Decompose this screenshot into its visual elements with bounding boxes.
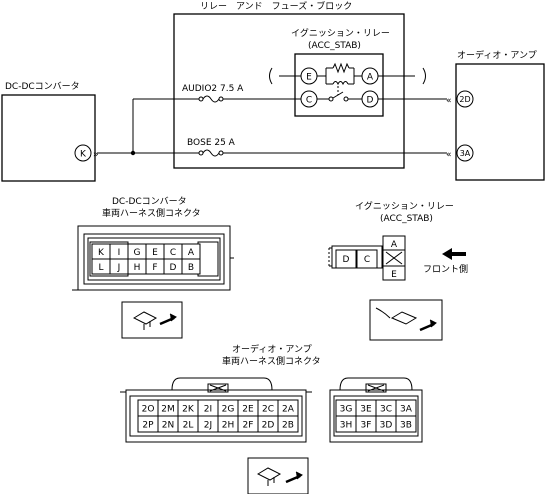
dcdc-box (1, 94, 96, 182)
front-arrow-icon (442, 248, 466, 260)
audio-connector-mark-1: « (446, 96, 452, 106)
svg-text:3A: 3A (460, 149, 471, 158)
relay-pin-c: C (364, 255, 370, 265)
relay-terminal-c: C (300, 90, 318, 108)
audio-connector-2 (120, 377, 312, 443)
connector-picture-2 (369, 299, 443, 341)
junction-dot (130, 150, 136, 156)
audio-connector-title-1: オーディオ・アンプ (232, 343, 312, 355)
dcdc-pin-cell (181, 258, 201, 275)
dcdc-pin-label: E (152, 248, 158, 258)
relay-pin-e: E (391, 270, 397, 280)
dcdc-pin-label: F (152, 263, 157, 273)
audio2-pin-label: 2F (243, 421, 254, 431)
audio2-pin-label: 2L (183, 421, 194, 431)
dcdc-pin-label: K (98, 248, 105, 258)
audio2-pin-cell (277, 415, 299, 433)
connector-picture-1 (121, 301, 183, 339)
relay-terminal-e: E (300, 67, 318, 85)
audio2-pin-label: 2P (142, 421, 154, 431)
dcdc-connector-title-1: DC-DCコンバータ (112, 196, 187, 207)
audio2-pin-label: 2G (222, 405, 235, 415)
audio-terminal-2d: 2D (456, 90, 474, 108)
ignition-relay-title: イグニッション・リレー (291, 27, 390, 39)
dcdc-pin-label: C (170, 248, 176, 258)
dcdc-pin-label: H (134, 263, 141, 273)
dcdc-pin-label: I (118, 248, 121, 258)
audio2-pin-label: 2N (162, 421, 174, 431)
relay-block-title: リレー アンド フューズ・ブロック (200, 0, 352, 12)
relay-terminal-d: D (361, 90, 379, 108)
audio2-pin-label: 2A (282, 405, 295, 415)
audio2-pin-label: 2C (262, 405, 274, 415)
svg-text:D: D (367, 96, 374, 106)
svg-text:A: A (367, 73, 374, 83)
dcdc-pin-label: L (98, 263, 103, 273)
audio-connector-mark-2: « (446, 150, 452, 160)
dcdc-pin-label: A (188, 248, 195, 258)
dcdc-terminal-k: K (74, 144, 92, 162)
relay-connector (328, 235, 406, 281)
audio3-pin-label: 3G (340, 405, 353, 415)
relay-coil (317, 62, 362, 86)
wire-break-marks (269, 67, 426, 85)
front-side-label: フロント側 (423, 263, 468, 275)
dcdc-pin-label: D (170, 263, 177, 273)
svg-text:2D: 2D (459, 95, 470, 104)
relay-block-box (173, 13, 405, 169)
dcdc-title: DC-DCコンバータ (5, 81, 80, 92)
dcdc-pin-label: J (117, 263, 121, 273)
dcdc-connector-pins: K I G E C A L J H F D B (91, 243, 201, 275)
audio2-pin-label: 2B (282, 421, 294, 431)
audio-connector-2-pins: 2O 2M 2K 2I 2G 2E 2C 2A 2P 2N 2L 2J 2H 2F 2D 2B (137, 399, 299, 433)
audio3-pin-label: 3C (380, 405, 392, 415)
dcdc-connector (72, 225, 234, 291)
dcdc-pin-label: G (134, 248, 141, 258)
connector-picture-3 (247, 457, 309, 495)
dcdc-connector-mark: » (93, 150, 99, 160)
dcdc-pin-label: B (188, 263, 194, 273)
audio2-pin-label: 2I (204, 405, 212, 415)
audio2-pin-label: 2E (242, 405, 254, 415)
audio3-pin-label: 3F (361, 421, 372, 431)
audio-terminal-3a: 3A (456, 144, 474, 162)
fuse-audio (133, 95, 301, 103)
audio3-pin-label: 3D (380, 421, 393, 431)
svg-text:C: C (306, 96, 312, 106)
audio3-pin-label: 3E (360, 405, 372, 415)
audio2-pin-label: 2H (222, 421, 235, 431)
dcdc-connector-title-2: 車両ハーネス側コネクタ (102, 207, 201, 219)
audio2-pin-label: 2D (262, 421, 275, 431)
audio3-pin-label: 3A (400, 405, 413, 415)
audio2-pin-label: 2O (142, 405, 155, 415)
relay-pin-a: A (391, 240, 398, 250)
audio-connector-title-2: 車両ハーネス側コネクタ (222, 355, 321, 367)
audio2-pin-label: 2J (204, 421, 212, 431)
ignition-relay-box (294, 53, 384, 117)
relay-connector-title-2: (ACC_STAB) (380, 214, 433, 224)
relay-pin-d: D (343, 255, 350, 265)
audio3-pin-cell (395, 415, 417, 433)
audio2-pin-label: 2K (182, 405, 195, 415)
relay-connector-title-1: イグニッション・リレー (355, 200, 454, 212)
audio2-pin-label: 2M (161, 405, 175, 415)
fuse-bose (97, 149, 447, 157)
svg-text:E: E (306, 73, 312, 83)
ignition-relay-sub: (ACC_STAB) (308, 41, 361, 51)
fuse-audio-label: AUDIO2 7.5 A (182, 84, 244, 94)
audio-connector-3 (329, 377, 423, 443)
fuse-bose-label: BOSE 25 A (187, 138, 236, 148)
audio-amp-box (455, 63, 545, 181)
relay-switch (317, 86, 362, 102)
audio-amp-title: オーディオ・アンプ (457, 49, 537, 61)
audio3-pin-label: 3B (400, 421, 412, 431)
svg-text:K: K (80, 150, 87, 160)
relay-terminal-a: A (361, 67, 379, 85)
audio-connector-3-pins: 3G 3E 3C 3A 3H 3F 3D 3B (335, 399, 417, 433)
audio3-pin-label: 3H (340, 421, 353, 431)
